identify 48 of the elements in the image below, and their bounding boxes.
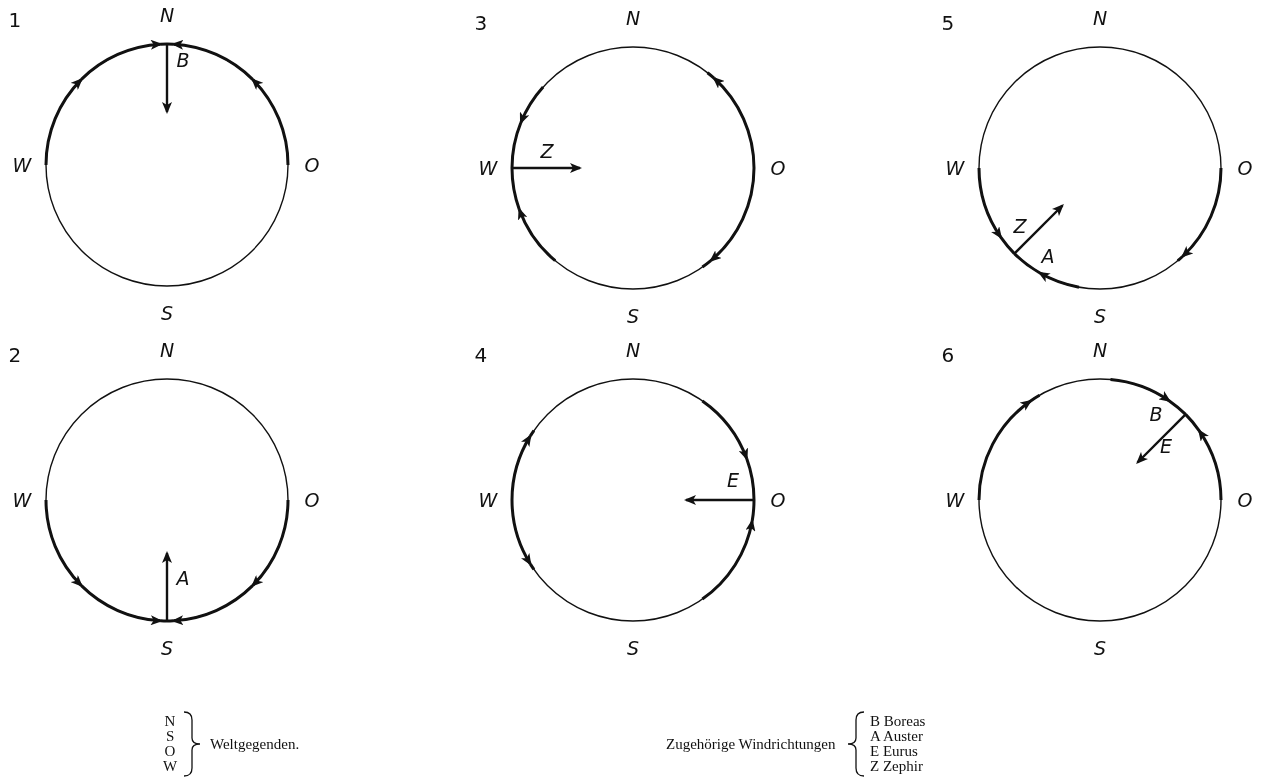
- legend-text: B Boreas: [870, 713, 926, 729]
- compass-letter: E: [1160, 436, 1172, 456]
- compass-letter: O: [164, 743, 176, 759]
- compass-letter: O: [770, 158, 786, 178]
- compass-letter: E: [727, 470, 739, 490]
- compass-letter: N: [1093, 8, 1108, 28]
- panel-number: 5: [941, 13, 955, 33]
- wind-letter: O: [304, 490, 320, 510]
- compass-letter: S: [627, 306, 640, 326]
- compass-letter: N: [626, 8, 641, 28]
- compass-letter: W: [478, 158, 498, 178]
- panel-number: 6: [941, 345, 955, 365]
- legend-text: E Eurus: [870, 743, 918, 759]
- wind-letter: W: [478, 490, 498, 510]
- compass-letter: O: [304, 155, 320, 175]
- compass-letter: W: [163, 758, 178, 774]
- compass-letter: W: [12, 490, 32, 510]
- panel-number: 4: [474, 345, 488, 365]
- wind-letter: Z: [1013, 216, 1027, 236]
- compass-letter: A: [176, 568, 190, 588]
- compass-letter: S: [161, 303, 174, 323]
- compass-letter: S: [166, 728, 175, 744]
- compass-letter: B: [1149, 404, 1163, 424]
- wind-letter: B: [176, 50, 190, 70]
- compass-letter: S: [1094, 638, 1107, 658]
- compass-letter: N: [164, 713, 176, 729]
- compass-letter: N: [160, 5, 175, 25]
- compass-letter: S: [161, 638, 174, 658]
- compass-letter: S: [627, 638, 640, 658]
- panel-number: 1: [8, 10, 22, 30]
- compass-letter: N: [626, 340, 641, 360]
- panel-number: 2: [8, 345, 22, 365]
- panel-number: 3: [474, 13, 488, 33]
- caption-text: Weltgegenden.: [210, 736, 300, 752]
- legend-text: A Auster: [870, 728, 923, 744]
- compass-letter: O: [1237, 158, 1253, 178]
- legend-text: Z Zephir: [870, 758, 923, 774]
- compass-letter: W: [12, 155, 32, 175]
- compass-letter: W: [945, 158, 965, 178]
- wind-letter: Z: [540, 141, 554, 161]
- compass-letter: S: [1094, 306, 1107, 326]
- compass-letter: N: [160, 340, 175, 360]
- wind-letter: W: [945, 490, 965, 510]
- caption-text: Zugehörige Windrichtungen: [666, 736, 836, 752]
- compass-letter: O: [1237, 490, 1253, 510]
- wind-letter: N: [1093, 340, 1108, 360]
- wind-letter: A: [1041, 246, 1055, 266]
- compass-letter: O: [770, 490, 786, 510]
